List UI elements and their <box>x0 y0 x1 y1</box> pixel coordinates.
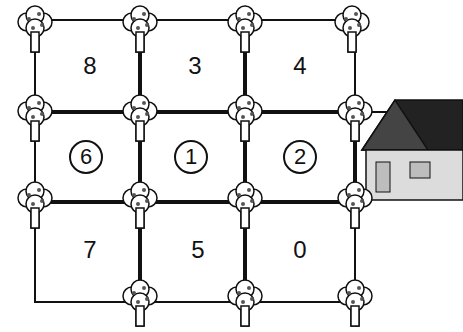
cell-number: 3 <box>188 54 201 78</box>
cell-number: 0 <box>293 238 306 262</box>
cell-number: 5 <box>191 238 204 262</box>
circled-number: 2 <box>283 140 317 174</box>
circled-number-text: 2 <box>294 146 306 168</box>
circled-number: 6 <box>69 140 103 174</box>
grid-lines <box>35 20 463 302</box>
circled-number: 1 <box>174 140 208 174</box>
house <box>362 100 463 200</box>
circled-number-text: 6 <box>80 146 92 168</box>
cell-number: 8 <box>83 54 96 78</box>
cell-number: 7 <box>83 238 96 262</box>
circled-number-text: 1 <box>185 146 197 168</box>
trees <box>18 6 372 326</box>
cell-number: 4 <box>293 54 306 78</box>
